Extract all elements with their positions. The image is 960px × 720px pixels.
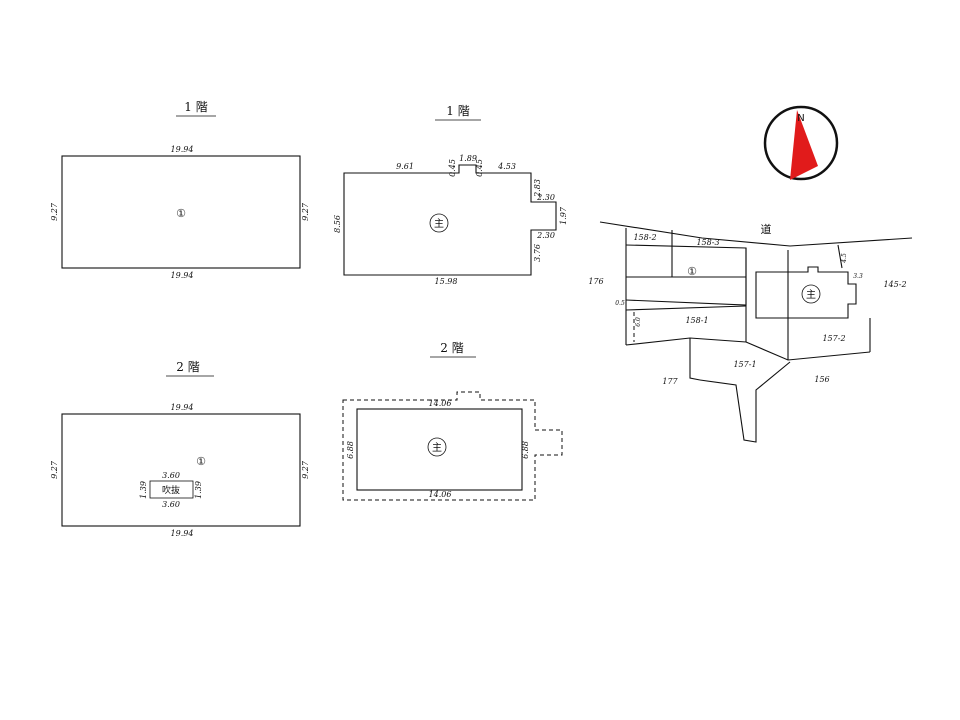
dim-left: 6.88 (346, 441, 355, 459)
dim-bump-side: 1.97 (559, 206, 568, 225)
dim-label: 6.0 (635, 317, 642, 327)
building-mark: ① (196, 455, 206, 468)
lot-label: 158-2 (633, 233, 656, 242)
main-mark: 主 (434, 218, 444, 230)
dim-right: 9.27 (301, 460, 310, 479)
dim-notch-b: 0.45 (475, 159, 484, 177)
void-dim-top: 3.60 (162, 471, 180, 480)
lot-label: 176 (588, 277, 603, 286)
dim-top: 19.94 (171, 145, 194, 154)
compass-north-label: N (797, 113, 804, 124)
lot-label: 158-3 (696, 238, 719, 247)
void-label: 吹抜 (162, 484, 180, 496)
void-dim-right: 1.39 (194, 481, 203, 499)
dim-bottom: 14.06 (429, 490, 452, 499)
building1-mark: ① (687, 265, 697, 278)
dim-top-right: 4.53 (497, 162, 516, 171)
dim-top: 14.06 (429, 399, 452, 408)
left-floor1-plan: 1 階 19.94 19.94 9.27 9.27 ① (50, 99, 310, 280)
lot-label: 157-2 (822, 334, 845, 343)
main-mark: 主 (432, 442, 442, 454)
dim-left: 8.56 (333, 215, 342, 233)
lot-boundary (625, 305, 747, 311)
north-arrow-icon (790, 110, 818, 180)
main-mark-circle (429, 213, 449, 233)
dim-right: 6.88 (521, 441, 530, 459)
road-edge-north (599, 221, 913, 247)
dim-notch-top: 1.89 (459, 154, 477, 163)
lot-boundary (699, 361, 791, 443)
dim-left: 9.27 (50, 202, 59, 221)
dim-label: 3.3 (853, 273, 863, 280)
building1-outline (625, 244, 747, 306)
building-outline (61, 155, 301, 269)
lot-label: 157-1 (733, 360, 756, 369)
left-floor2-plan: 2 階 19.94 19.94 9.27 9.27 ① 吹抜 3.60 3.60… (50, 359, 310, 538)
lot-label: 158-1 (685, 316, 708, 325)
dim-label: 0.5 (615, 300, 625, 307)
compass: N (763, 105, 839, 181)
dim-bump-bottom: 2.30 (536, 231, 555, 240)
dim-bottom: 15.98 (435, 277, 458, 286)
road-label: 道 (761, 222, 772, 236)
dim-label: 4.5 (841, 253, 848, 264)
building-outline (61, 413, 301, 527)
main-mark-circle (427, 437, 447, 457)
building-mark: ① (176, 207, 186, 220)
site-map: 道 主 ① 158-2 158-3 176 158-1 177 157-1 15… (588, 221, 913, 443)
left-floor1-title: 1 階 (184, 99, 207, 114)
lot-boundary (745, 341, 871, 361)
dim-right-upper: 2.83 (533, 179, 542, 198)
lot-label: 156 (814, 375, 829, 384)
lot-label: 145-2 (883, 280, 906, 289)
main-mark-circle (801, 284, 821, 304)
dim-top-left: 9.61 (396, 162, 414, 171)
lot-boundary (625, 337, 747, 346)
middle-floor2-title: 2 階 (440, 340, 463, 355)
dim-right-lower: 3.76 (533, 244, 542, 262)
middle-floor1-title: 1 階 (446, 103, 469, 118)
dim-bottom: 19.94 (171, 529, 194, 538)
lot-label: 177 (662, 377, 678, 386)
dim-left: 9.27 (50, 460, 59, 479)
dim-top: 19.94 (171, 403, 194, 412)
main-mark: 主 (806, 289, 816, 301)
lot-boundary (689, 338, 701, 381)
dim-right: 9.27 (301, 202, 310, 221)
floor1-outline-dashed (342, 391, 563, 501)
void-dim-bottom: 3.60 (162, 500, 180, 509)
building-outline (343, 164, 557, 276)
building-outline (356, 408, 523, 491)
dim-notch-a: 0.45 (448, 159, 457, 177)
middle-floor1-plan: 1 階 9.61 0.45 1.89 0.45 4.53 2.83 2.30 1… (333, 103, 568, 286)
left-floor2-title: 2 階 (176, 359, 199, 374)
middle-floor2-plan: 2 階 14.06 14.06 6.88 6.88 主 (342, 340, 563, 501)
lot-boundary (837, 244, 843, 269)
dim-bottom: 19.94 (171, 271, 194, 280)
void-outline (149, 480, 194, 499)
main-building-outline (755, 266, 857, 319)
dim-bump-top: 2.30 (536, 193, 555, 202)
void-dim-left: 1.39 (139, 481, 148, 499)
